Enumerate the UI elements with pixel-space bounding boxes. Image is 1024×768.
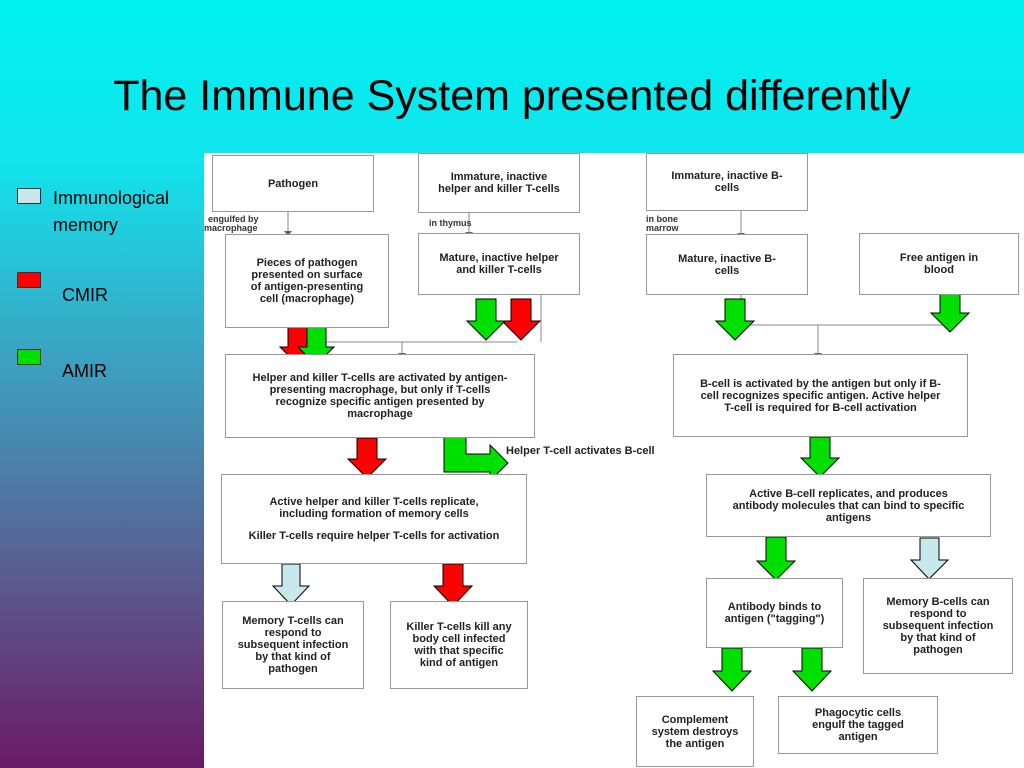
legend-label-memory-1: Immunological [53,188,170,208]
label-in-bone-1: in bone [646,214,678,224]
legend-swatch-amir [17,349,41,365]
red-arrow-down-2 [500,298,542,341]
green-arrow-down-7 [711,647,753,692]
green-arrow-down-8 [791,647,833,692]
flowchart-panel: Pathogen Immature, inactive helper and k… [204,153,1024,768]
green-arrow-down-4 [929,289,971,333]
legend-swatch-memory [17,188,41,204]
label-in-thymus: in thymus [429,218,472,228]
green-arrow-bent [443,428,509,483]
green-arrow-down-2 [465,298,507,341]
node-t-cells-activated: Helper and killer T-cells are activated … [225,354,535,438]
node-antigen-pieces: Pieces of pathogen presented on surface … [225,234,389,328]
node-phagocytic-cells: Phagocytic cells engulf the tagged antig… [778,696,938,754]
node-complement-system: Complement system destroys the antigen [636,696,754,767]
node-mature-t-cells: Mature, inactive helper and killer T-cel… [418,233,580,295]
legend-label-memory-2: memory [53,215,119,235]
memory-arrow-down-1 [271,563,311,606]
legend-label-cmir: CMIR [62,285,108,305]
label-in-bone-2: marrow [646,223,679,233]
slide-title: The Immune System presented differently [113,72,911,120]
node-antibody-binds: Antibody binds to antigen ("tagging") [706,578,843,648]
node-b-cell-replicates: Active B-cell replicates, and produces a… [706,474,991,537]
label-helper-activates-b: Helper T-cell activates B-cell [506,445,655,457]
green-arrow-down-5 [799,436,841,478]
node-pathogen: Pathogen [212,155,374,212]
red-arrow-down-4 [432,563,474,607]
node-t-cells-replicate: Active helper and killer T-cells replica… [221,474,527,564]
node-immature-t-cells: Immature, inactive helper and killer T-c… [418,153,580,213]
replicate-text-1: Active helper and killer T-cells replica… [269,496,479,520]
legend-swatch-cmir [17,272,41,288]
green-arrow-down-6 [755,536,797,581]
green-arrow-down-3 [714,298,756,341]
node-b-cell-activated: B-cell is activated by the antigen but o… [673,354,968,437]
node-mature-b-cells: Mature, inactive B-cells [646,234,808,295]
connector-lines [271,211,971,692]
label-engulfed-1: engulfed by [208,214,259,224]
node-immature-b-cells: Immature, inactive B-cells [646,153,808,211]
replicate-text-2: Killer T-cells require helper T-cells fo… [248,530,500,542]
legend-label-amir: AMIR [62,361,107,381]
node-killer-t-cells: Killer T-cells kill any body cell infect… [390,601,528,689]
red-arrow-down-3 [346,437,388,479]
label-engulfed-2: macrophage [204,223,258,233]
node-free-antigen: Free antigen in blood [859,233,1019,295]
node-memory-t-cells: Memory T-cells can respond to subsequent… [222,601,364,689]
node-memory-b-cells: Memory B-cells can respond to subsequent… [863,578,1013,674]
memory-arrow-down-2 [909,537,950,580]
